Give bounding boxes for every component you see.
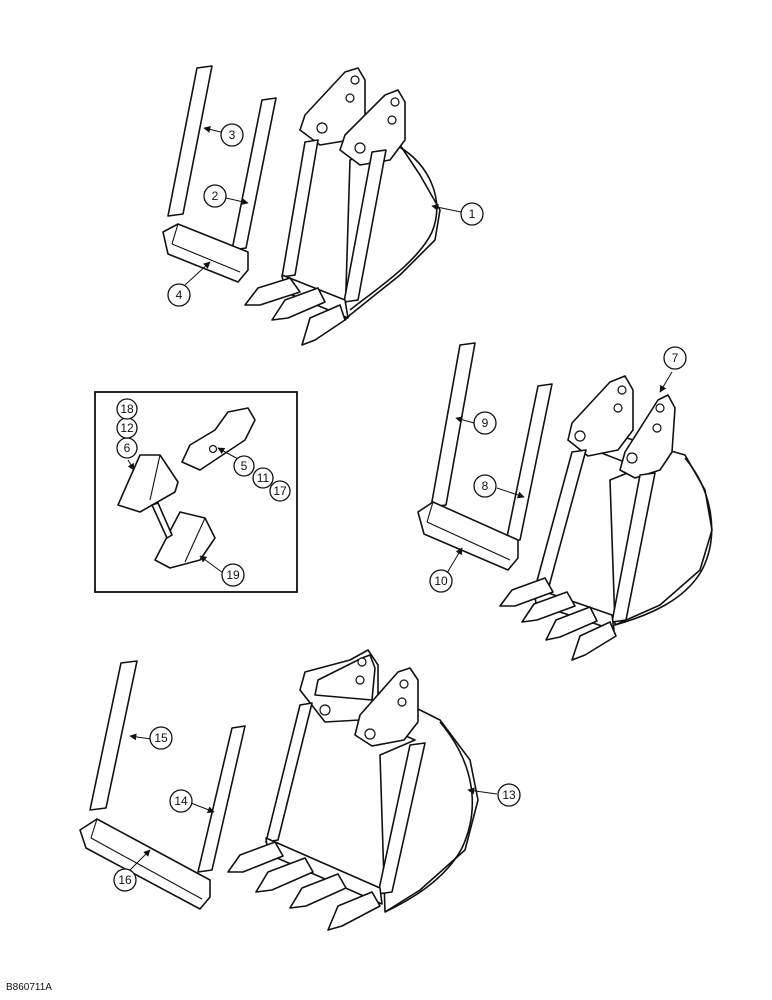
wear-strip-16 [79, 818, 211, 910]
callout-1: 1 [460, 202, 484, 226]
svg-text:5: 5 [241, 459, 248, 473]
bucket-7 [499, 375, 713, 661]
callout-7: 7 [663, 346, 687, 370]
callout-3: 3 [220, 123, 244, 147]
svg-text:19: 19 [226, 568, 240, 582]
side-cutter-8 [505, 383, 553, 543]
bucket-assembly-small [162, 65, 441, 346]
svg-text:14: 14 [174, 794, 188, 808]
side-cutter-3 [167, 65, 213, 217]
callout-5: 5 [233, 455, 255, 477]
svg-text:9: 9 [482, 416, 489, 430]
callout-11: 11 [252, 467, 274, 489]
callout-16: 16 [113, 868, 137, 892]
svg-text:10: 10 [434, 574, 448, 588]
callout-13: 13 [497, 783, 521, 807]
callout-17: 17 [269, 480, 291, 502]
svg-text:18: 18 [120, 402, 134, 416]
bucket-assembly-large [79, 649, 479, 931]
svg-text:2: 2 [212, 189, 219, 203]
callout-10: 10 [429, 569, 453, 593]
svg-text:4: 4 [176, 288, 183, 302]
svg-text:11: 11 [257, 471, 270, 485]
wear-strip-10 [417, 501, 519, 571]
tooth-adapter [181, 407, 256, 471]
bucket-1 [244, 67, 441, 346]
svg-text:17: 17 [273, 484, 287, 498]
callout-14: 14 [169, 789, 193, 813]
callout-15: 15 [149, 726, 173, 750]
svg-text:7: 7 [672, 351, 679, 365]
callout-19: 19 [221, 563, 245, 587]
callout-2: 2 [203, 184, 227, 208]
callout-18: 18 [116, 398, 138, 420]
svg-text:1: 1 [469, 207, 476, 221]
callout-12: 12 [116, 417, 138, 439]
side-cutter-9 [430, 342, 476, 508]
leader-lines [127, 126, 673, 871]
svg-text:6: 6 [124, 441, 131, 455]
bucket-assembly-medium [417, 342, 713, 661]
svg-text:13: 13 [502, 788, 516, 802]
svg-text:16: 16 [118, 873, 132, 887]
side-cutter-2 [231, 97, 277, 251]
side-cutter-14 [197, 725, 246, 873]
side-cutter-15 [89, 660, 138, 811]
callout-6: 6 [116, 437, 138, 459]
svg-text:8: 8 [482, 479, 489, 493]
svg-text:12: 12 [120, 421, 134, 435]
callout-4: 4 [167, 283, 191, 307]
reference-code: B860711A [6, 982, 52, 993]
bucket-13 [227, 649, 479, 931]
svg-text:15: 15 [154, 731, 168, 745]
svg-text:3: 3 [229, 128, 236, 142]
callout-9: 9 [473, 411, 497, 435]
callout-8: 8 [473, 474, 497, 498]
